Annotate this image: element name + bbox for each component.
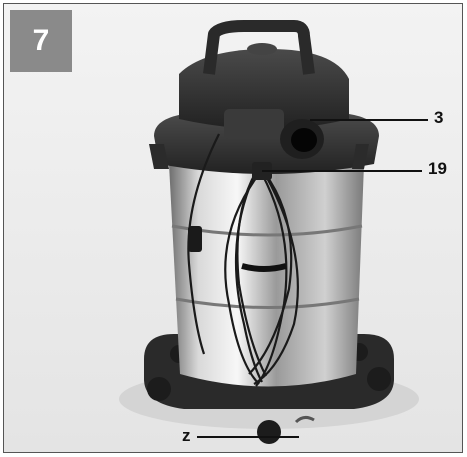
figure-frame: 7 3 19 z — [3, 3, 463, 453]
callout-label-19: 19 — [428, 159, 447, 178]
leader-line-z — [197, 436, 299, 438]
vacuum-cleaner-photo — [4, 4, 462, 452]
callout-label-3: 3 — [434, 108, 444, 127]
leader-line-3 — [310, 119, 428, 121]
leader-line-19 — [262, 170, 422, 172]
figure-number-badge: 7 — [10, 10, 72, 72]
callout-label-z: z — [182, 426, 191, 445]
